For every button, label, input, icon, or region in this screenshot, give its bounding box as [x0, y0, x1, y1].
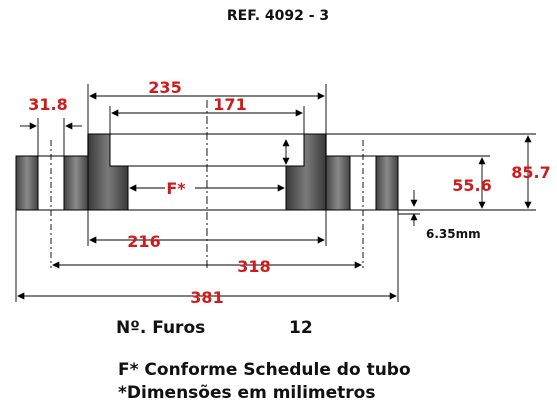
dimension-235: 235 [148, 78, 181, 97]
dimension-85-7: 85.7 [511, 163, 550, 182]
dimension-318: 318 [237, 257, 270, 276]
dimension-6-35: 6.35mm [426, 227, 481, 241]
right-flange-section [285, 133, 399, 211]
holes-value: 12 [289, 318, 313, 338]
dimension-171: 171 [213, 95, 246, 114]
dimension-bore: F* [166, 179, 186, 198]
dimension-216: 216 [127, 232, 160, 251]
left-flange-section [15, 133, 129, 211]
dimension-31-8: 31.8 [28, 95, 67, 114]
drawing-title: REF. 4092 - 3 [227, 8, 329, 24]
holes-label: Nº. Furos [116, 318, 206, 338]
schedule-note: F* Conforme Schedule do tubo [118, 360, 411, 380]
units-note: *Dimensões em milimetros [118, 383, 376, 403]
dimension-381: 381 [190, 288, 223, 307]
dimension-55-6: 55.6 [452, 176, 491, 195]
